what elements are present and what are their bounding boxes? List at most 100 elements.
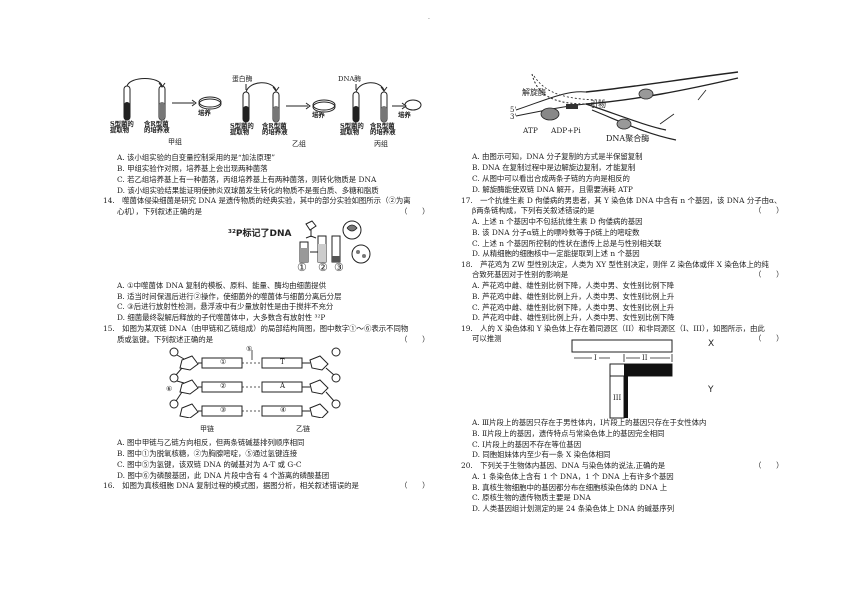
q16-option-a: A. 由图示可知，DNA 分子复制的方式是半保留复制 bbox=[472, 152, 643, 161]
q20-option-d: D. 人类基因组计划测定的是 24 条染色体上 DNA 的碱基序列 bbox=[472, 504, 675, 513]
figure-transformation-experiment bbox=[112, 72, 422, 160]
chain-b-label: 乙链 bbox=[296, 425, 310, 433]
q14-option-b: B. 适当时间保温后进行②操作，使细菌外的噬菌体与细菌分离后分层 bbox=[117, 292, 342, 301]
q19-stem-line2: 可以推测 bbox=[472, 334, 502, 343]
helicase-label: 解旋酶 bbox=[522, 88, 546, 97]
tube2-label: 含R型菌 的培养液 bbox=[144, 120, 170, 135]
dna-label-2: ② bbox=[220, 382, 227, 390]
atp-label: ATP bbox=[523, 126, 538, 135]
phage-step-1: ① bbox=[297, 261, 307, 274]
q19-option-a: A. Ⅲ片段上的基因只存在于男性体内，Ⅰ片段上的基因只存在于女性体内 bbox=[472, 418, 707, 427]
q14-stem-line1: 14. 噬菌体侵染细菌是研究 DNA 是遗传物质的经典实验，其中的部分实验如图所… bbox=[103, 196, 411, 205]
tube1-label: S型菌的 提取物 bbox=[110, 120, 134, 135]
region-iii-label: III bbox=[613, 394, 622, 402]
q19-stem-line1: 19. 人的 X 染色体和 Y 染色体上存在着同源区（II）和非同源区（I、II… bbox=[461, 324, 765, 333]
figure-phage-experiment: ³²P标记了DNA bbox=[228, 218, 378, 276]
q16-option-d: D. 解旋酶能使双链 DNA 解开，且需要消耗 ATP bbox=[472, 185, 633, 194]
q17-paren: （ ） bbox=[754, 206, 784, 215]
chain-b-backbone bbox=[309, 347, 341, 419]
header-dot: . bbox=[428, 14, 430, 21]
region-ii-label: II bbox=[640, 354, 650, 362]
q15-option-d: D. 图中⑥为磷酸基团，此 DNA 片段中含有 4 个游离的磷酸基团 bbox=[117, 471, 330, 480]
q15-stem-line2: 质或氢键。下列叙述正确的是 bbox=[117, 335, 214, 344]
plate-label-a: 培养 bbox=[198, 109, 211, 117]
q13-option-d: D. 该小组实验结果能证明使肺炎双球菌发生转化的物质不是蛋白质、多糖和脂质 bbox=[117, 186, 379, 195]
q14-option-a: A. ①中噬菌体 DNA 复制的模板、原料、能量、酶均由细菌提供 bbox=[117, 281, 327, 290]
helicase-shape bbox=[540, 107, 560, 121]
dna-label-T: T bbox=[280, 358, 285, 366]
plate-label-c: 培养 bbox=[398, 111, 411, 119]
q14-option-d: D. 细菌最终裂解后释放的子代噬菌体中，大多数含有放射性 ³²P bbox=[117, 313, 326, 322]
q19-option-c: C. Ⅰ片段上的基因不存在等位基因 bbox=[472, 440, 582, 449]
group-b-diagram bbox=[242, 82, 336, 123]
chain-a-label: 甲链 bbox=[200, 425, 214, 433]
q19-option-b: B. Ⅱ片段上的基因，遗传特点与常染色体上的基因完全相同 bbox=[472, 429, 665, 438]
q20-option-c: C. 原核生物的遗传物质主要是 DNA bbox=[472, 493, 591, 502]
tube4-label: 含R型菌 的培养液 bbox=[262, 122, 288, 137]
chain-a-backbone bbox=[169, 347, 199, 419]
q13-option-a: A. 该小组实验的自变量控制采用的是“加法原理” bbox=[117, 153, 276, 162]
q20-option-a: A. 1 条染色体上含有 1 个 DNA，1 个 DNA 上有许多个基因 bbox=[472, 472, 674, 481]
q19-paren: （ ） bbox=[754, 334, 784, 343]
q16-paren: （ ） bbox=[400, 481, 430, 490]
three-prime-label: 3' bbox=[510, 113, 517, 121]
q15-paren: （ ） bbox=[400, 335, 430, 344]
q15-stem-line1: 15. 如图为某双链 DNA（由甲链和乙链组成）的局部结构简图，图中数字①～⑥表… bbox=[103, 324, 409, 333]
dna-label-3: ③ bbox=[220, 406, 227, 414]
q16-option-b: B. DNA 在复制过程中是边解旋边复制，才能复制 bbox=[472, 163, 636, 172]
q17-option-b: B. 该 DNA 分子α链上的嘌呤数等于β链上的嘧啶数 bbox=[472, 228, 640, 237]
q17-option-c: C. 上述 n 个基因所控制的性状在遗传上总是与性别相关联 bbox=[472, 239, 662, 248]
q15-option-c: C. 图中⑤为氢键，该双链 DNA 的碱基对为 A-T 或 G-C bbox=[117, 460, 302, 469]
q20-paren: （ ） bbox=[754, 461, 784, 470]
q20-option-b: B. 真核生物细胞中的基因都分布在细胞核染色体的 DNA 上 bbox=[472, 483, 668, 492]
phage-step-2: ② bbox=[318, 261, 328, 274]
dna-label-6: ⑥ bbox=[166, 385, 173, 393]
q18-option-b: B. 芦花鸡中雌、雄性别比例上升，人类中男、女性别比例上升 bbox=[472, 292, 675, 301]
phage-icon bbox=[305, 220, 317, 239]
group-b-label: 乙组 bbox=[292, 140, 306, 148]
chromosome-y-label: Y bbox=[708, 385, 714, 395]
q18-stem-line2: 合致死基因对于性别的影响是 bbox=[472, 270, 569, 279]
figure-dna-replication bbox=[506, 70, 746, 150]
q17-stem-line1: 17. 一个抗维生素 D 佝偻病的男患者，其 Y 染色体 DNA 中含有 n 个… bbox=[461, 196, 782, 205]
enzyme-protein-label: 蛋白酶 bbox=[232, 75, 253, 83]
q19-option-d: D. 同胞姐妹体内至少有一条 X 染色体相同 bbox=[472, 450, 611, 459]
adp-label: ADP+Pi bbox=[551, 126, 581, 135]
enzyme-dna-label: DNA酶 bbox=[338, 75, 362, 83]
q14-stem-line2: 心机），下列叙述正确的是 bbox=[117, 207, 202, 216]
q17-option-a: A. 上述 n 个基因中不包括抗维生素 D 佝偻病的基因 bbox=[472, 217, 643, 226]
five-prime-label: 5' bbox=[510, 106, 517, 114]
dna-label-A: A bbox=[280, 382, 286, 390]
group-c-diagram bbox=[352, 82, 422, 123]
tube6-label: 含R型菌 的培养液 bbox=[370, 122, 396, 137]
dna-label-4: ④ bbox=[280, 406, 287, 414]
phage-step-3: ③ bbox=[334, 261, 344, 274]
dna-label-5: ⑤ bbox=[246, 345, 253, 353]
plate-label-b: 培养 bbox=[312, 111, 325, 119]
polymerase-label: DNA聚合酶 bbox=[606, 134, 650, 143]
region-i-label: I bbox=[592, 354, 599, 362]
q13-option-c: C. 若乙组培养基上有一种菌落，丙组培养基上有两种菌落，则转化物质是 DNA bbox=[117, 175, 377, 184]
figure-dna-structure bbox=[160, 346, 350, 422]
q13-option-b: B. 甲组实验作对照，培养基上会出现两种菌落 bbox=[117, 164, 268, 173]
group-c-label: 丙组 bbox=[374, 140, 388, 148]
phage-label-text: ³²P标记了DNA bbox=[228, 227, 291, 239]
tube5-label: S型菌的 提取物 bbox=[340, 122, 364, 137]
group-a-diagram bbox=[123, 78, 222, 121]
q18-paren: （ ） bbox=[754, 270, 784, 279]
q18-option-c: C. 芦花鸡中雌、雄性别比例下降，人类中男、女性别比例上升 bbox=[472, 303, 675, 312]
q18-option-d: D. 芦花鸡中雌、雄性别比例上升，人类中男、女性别比例下降 bbox=[472, 313, 675, 322]
q17-stem-line2: β两条链构成，下列有关叙述错误的是 bbox=[472, 206, 595, 215]
q16-option-c: C. 从图中可以看出合成两条子链的方向是相反的 bbox=[472, 174, 630, 183]
q15-option-a: A. 图中甲链与乙链方向相反，但两条链碱基排列顺序相同 bbox=[117, 438, 305, 447]
dna-label-1: ① bbox=[220, 358, 227, 366]
q16-stem: 16. 如图为真核细胞 DNA 复制过程的模式图，据图分析，相关叙述错误的是 bbox=[103, 481, 359, 490]
chromosome-x-label: X bbox=[708, 339, 715, 349]
figure-xy-chromosomes bbox=[570, 338, 690, 424]
q20-stem: 20. 下列关于生物体内基因、DNA 与染色体的说法,正确的是 bbox=[461, 461, 666, 470]
q18-stem-line1: 18. 芦花鸡为 ZW 型性别决定，人类为 XY 型性别决定，则伴 Z 染色体或… bbox=[461, 260, 769, 269]
q14-paren: （ ） bbox=[400, 207, 430, 216]
q17-option-d: D. 从精细胞的细胞核中一定能提取到上述 n 个基因 bbox=[472, 249, 640, 258]
q15-option-b: B. 图中①为脱氧核糖，②为胸腺嘧啶，⑤通过氢键连接 bbox=[117, 449, 298, 458]
tube3-label: S型菌的 提取物 bbox=[230, 122, 254, 137]
